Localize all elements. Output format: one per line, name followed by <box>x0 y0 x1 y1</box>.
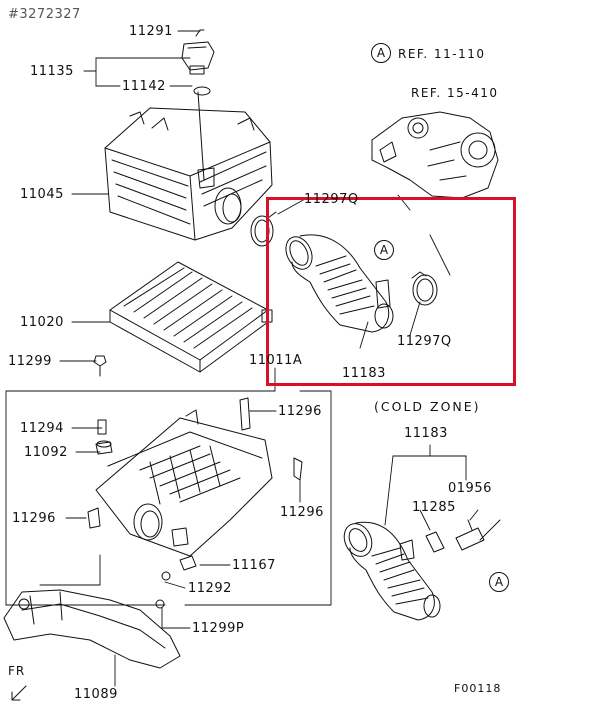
marker-a-cold-zone: A <box>489 572 509 592</box>
hose-clamp-11297q <box>411 271 438 306</box>
part-label-11294: 11294 <box>20 421 64 436</box>
cold-zone-label: (COLD ZONE) <box>374 399 481 414</box>
part-label-11167: 11167 <box>232 558 276 573</box>
leader-lines <box>5 30 501 687</box>
image-id: #3272327 <box>8 7 81 22</box>
air-cleaner-cover <box>104 91 273 241</box>
part-label-11011a: 11011A <box>249 353 303 368</box>
ref-a-marker: A <box>371 43 391 63</box>
air-filter-element <box>109 261 273 373</box>
intake-hose-cold-zone <box>343 521 441 621</box>
ref-15-410: REF. 15-410 <box>411 86 499 100</box>
part-label-11020: 11020 <box>20 315 64 330</box>
part-label-11299p: 11299P <box>192 621 245 636</box>
hose-clamp <box>250 211 277 247</box>
front-label: FR <box>8 664 26 678</box>
part-label-11285: 11285 <box>412 500 456 515</box>
intake-duct <box>3 589 181 669</box>
part-label-11296-left: 11296 <box>12 511 56 526</box>
airflow-sensor <box>181 29 215 96</box>
small-fasteners <box>87 355 303 609</box>
front-arrow-icon <box>11 685 27 701</box>
figure-code: F00118 <box>454 682 502 695</box>
part-label-11183-top: 11183 <box>342 366 386 381</box>
part-label-11291: 11291 <box>129 24 173 39</box>
part-label-11045: 11045 <box>20 187 64 202</box>
turbocharger-reference <box>371 111 499 199</box>
part-label-11142: 11142 <box>122 79 166 94</box>
part-label-11297q: 11297Q <box>397 334 452 349</box>
intake-hose-highlighted <box>285 234 394 333</box>
part-label-11135: 11135 <box>30 64 74 79</box>
air-cleaner-case <box>95 409 273 557</box>
marker-a-highlight: A <box>374 240 394 260</box>
part-label-11092: 11092 <box>24 445 68 460</box>
part-label-11292: 11292 <box>188 581 232 596</box>
ref-11-110: REF. 11-110 <box>398 47 486 61</box>
part-label-11297q-top: 11297Q <box>304 192 359 207</box>
highlight-box <box>266 197 516 386</box>
part-label-11296-top: 11296 <box>278 404 322 419</box>
part-label-11299: 11299 <box>8 354 52 369</box>
part-label-11183-right: 11183 <box>404 426 448 441</box>
part-label-01956: 01956 <box>448 481 492 496</box>
part-label-11296-right: 11296 <box>280 505 324 520</box>
cold-zone-clamp-sensor <box>425 519 485 553</box>
part-label-11089: 11089 <box>74 687 118 702</box>
